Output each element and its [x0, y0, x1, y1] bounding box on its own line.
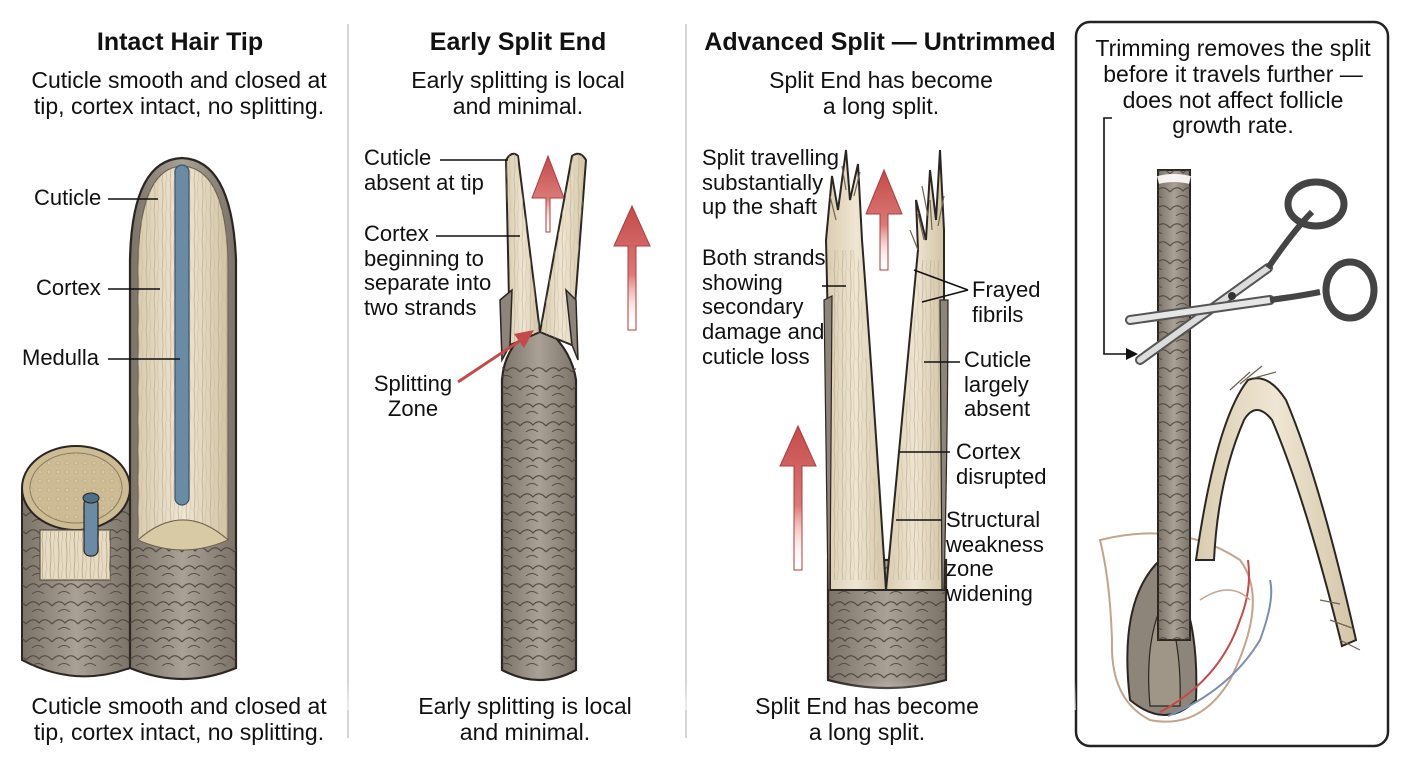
label-cortex: Cortex [36, 275, 101, 300]
trimming-illustration [1098, 117, 1378, 723]
label-split-travelling: Split travelling substantially up the sh… [702, 145, 839, 220]
label-splitting-zone: Splitting Zone [373, 371, 453, 421]
intact-hair-illustration [21, 156, 238, 681]
label-cortex-disrupted: Cortex disrupted [956, 439, 1047, 489]
advanced-title: Advanced Split — Untrimmed [704, 28, 1056, 56]
label-medulla: Medulla [22, 345, 100, 370]
label-cortex-separate: Cortex beginning to separate into two st… [364, 221, 492, 320]
intact-caption: Cuticle smooth and closed at tip, cortex… [31, 693, 327, 745]
early-caption: Early splitting is local and minimal. [418, 693, 632, 745]
label-both-strands: Both strands showing secondary damage an… [702, 245, 826, 369]
early-title: Early Split End [429, 28, 607, 56]
label-frayed-fibrils: Frayed fibrils [972, 277, 1041, 327]
label-cuticle: Cuticle [34, 185, 102, 210]
early-subtitle: Early splitting is local and minimal. [411, 67, 625, 119]
label-weakness-zone: Structural weakness zone widening [946, 507, 1044, 606]
advanced-caption: Split End has become a long split. [755, 693, 979, 745]
intact-title: Intact Hair Tip [96, 28, 264, 56]
intact-subtitle: Cuticle smooth and closed at tip, cortex… [31, 67, 327, 119]
trimming-note: Trimming removes the split before it tra… [1095, 35, 1371, 139]
label-cuticle-largely-absent: Cuticle largely absent [964, 347, 1032, 422]
advanced-subtitle: Split End has become a long split. [769, 67, 993, 119]
advanced-split-illustration [779, 149, 969, 690]
label-cuticle-absent: Cuticle absent at tip [364, 145, 484, 195]
early-split-illustration [436, 152, 651, 681]
